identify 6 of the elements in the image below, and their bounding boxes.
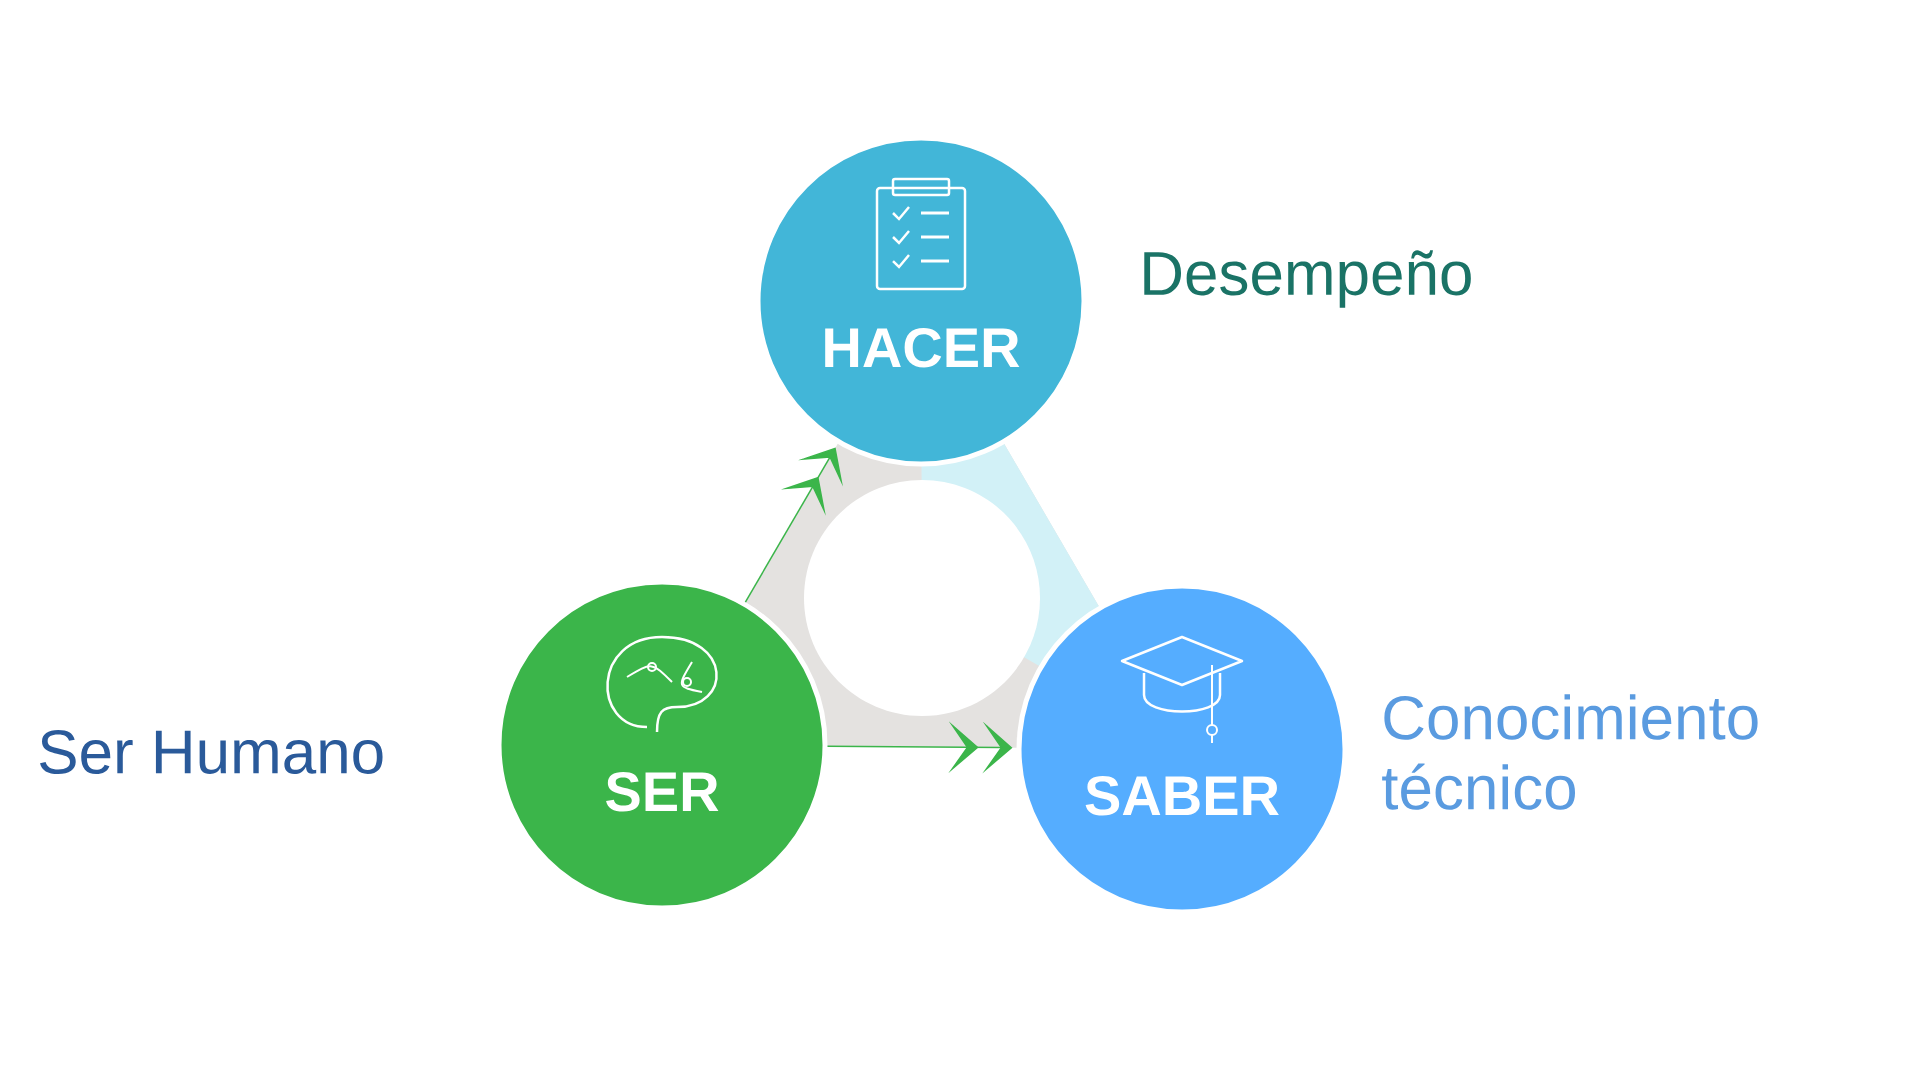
- circle-node: SABER: [1016, 583, 1348, 915]
- side-label: Desempeño: [1144, 250, 1471, 308]
- side-label: Ser Humano: [40, 730, 383, 774]
- side-label: Conocimiento técnico: [1382, 694, 1758, 810]
- circle-node: SER: [496, 579, 828, 911]
- circle-node: HACER: [755, 135, 1087, 467]
